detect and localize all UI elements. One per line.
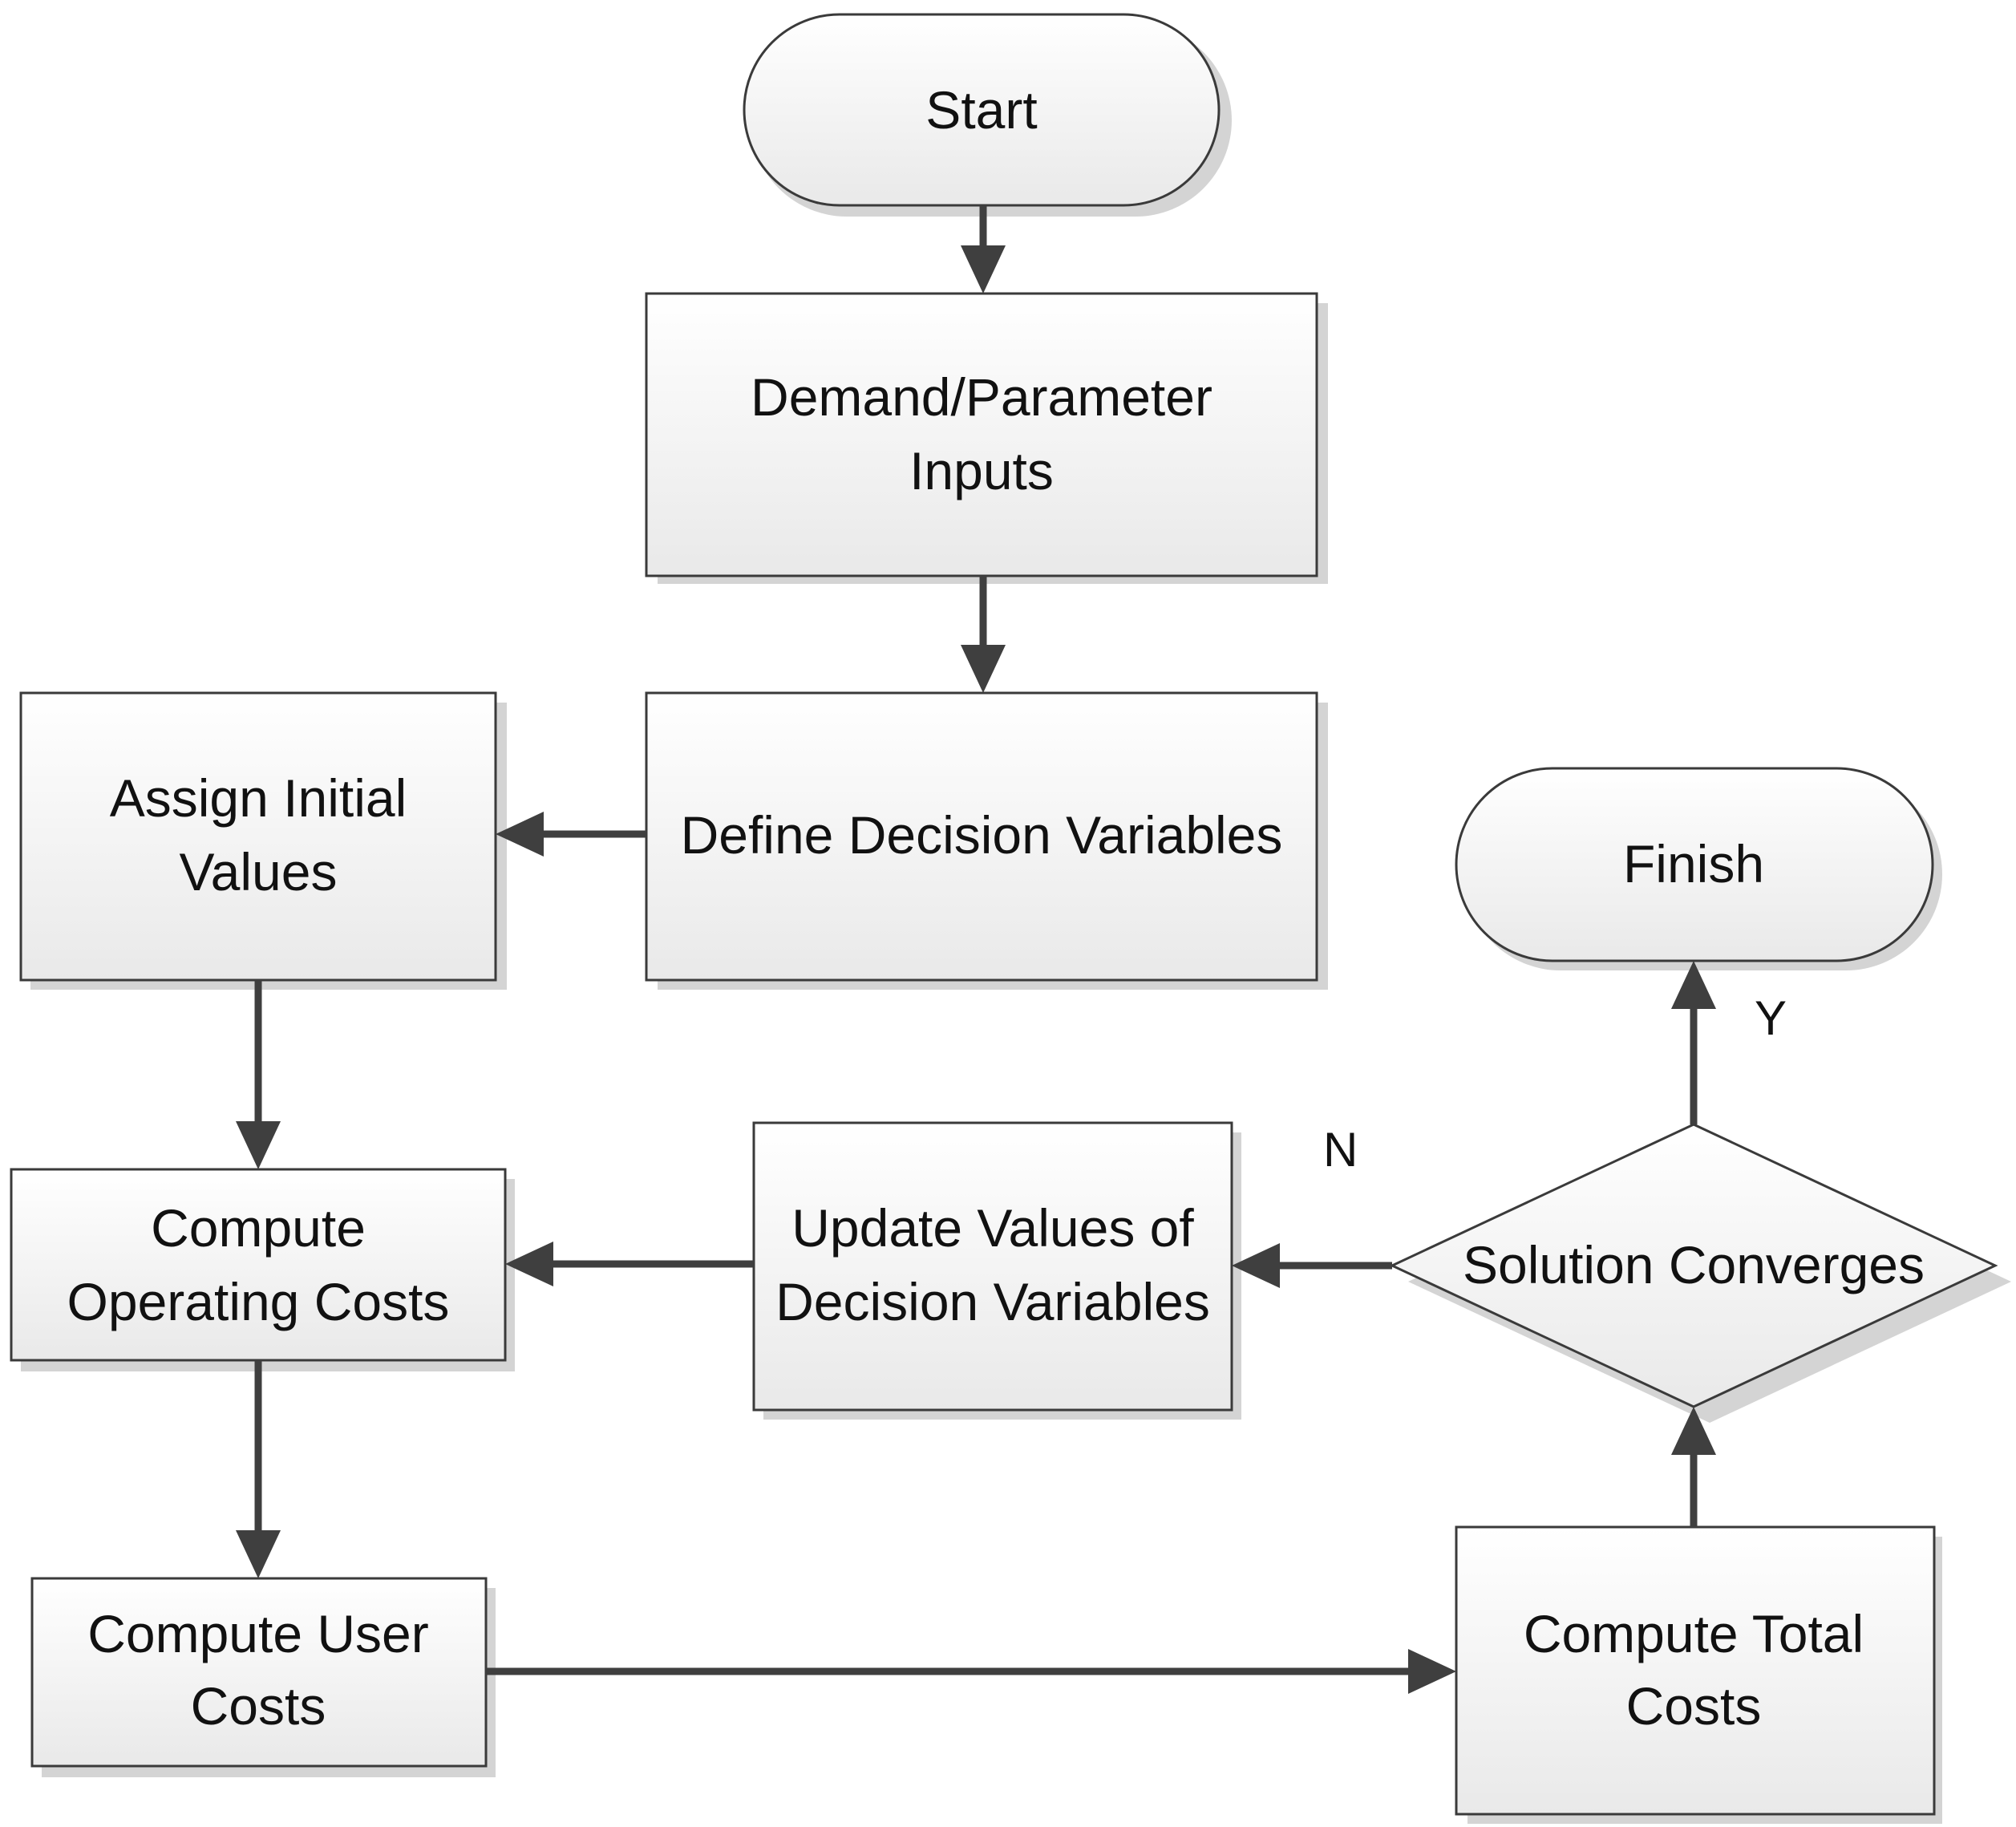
- arrowhead-total-converges: [1671, 1407, 1716, 1455]
- total-label-line-2: Costs: [1626, 1676, 1762, 1736]
- update-label-line-2: Decision Variables: [775, 1272, 1210, 1331]
- arrowhead-converges-update: [1232, 1243, 1280, 1288]
- update-node: Update Values of Decision Variables: [752, 1121, 1233, 1412]
- operating-label-line-2: Operating Costs: [67, 1272, 450, 1331]
- branch-label-yes: Y: [1755, 991, 1787, 1045]
- operating-node: Compute Operating Costs: [10, 1168, 507, 1362]
- arrowhead-user-total: [1408, 1649, 1456, 1694]
- assign-label-line-2: Values: [180, 842, 338, 901]
- assign-label-line-1: Assign Initial: [110, 768, 407, 828]
- arrowhead-assign-operating: [236, 1121, 281, 1169]
- inputs-label-line-1: Demand/Parameter: [751, 367, 1212, 427]
- finish-label: Finish: [1623, 834, 1764, 893]
- assign-node: Assign Initial Values: [19, 691, 497, 982]
- converges-node: Solution Converges: [1389, 1123, 2011, 1423]
- define-label: Define Decision Variables: [681, 805, 1283, 865]
- total-label-line-1: Compute Total: [1524, 1604, 1864, 1663]
- arrowhead-update-operating: [505, 1242, 553, 1286]
- user-label-line-2: Costs: [191, 1676, 326, 1736]
- user-label-line-1: Compute User: [87, 1604, 429, 1663]
- user-node: Compute User Costs: [30, 1577, 488, 1768]
- arrowhead-converges-finish: [1671, 961, 1716, 1009]
- arrowhead-start-inputs: [961, 245, 1006, 294]
- branch-label-no: N: [1323, 1123, 1358, 1177]
- start-node: Start: [743, 13, 1221, 207]
- connectors: [236, 205, 1716, 1694]
- finish-node: Finish: [1455, 767, 1934, 962]
- inputs-label-line-2: Inputs: [909, 441, 1054, 500]
- inputs-node: Demand/Parameter Inputs: [645, 292, 1318, 577]
- operating-label-line-1: Compute: [151, 1198, 366, 1258]
- arrowhead-inputs-define: [961, 645, 1006, 693]
- update-label-line-1: Update Values of: [791, 1198, 1194, 1258]
- total-node: Compute Total Costs: [1455, 1525, 1936, 1816]
- arrowhead-operating-user: [236, 1530, 281, 1578]
- arrowhead-define-assign: [496, 812, 544, 857]
- converges-label: Solution Converges: [1463, 1235, 1925, 1294]
- start-label: Start: [925, 80, 1037, 140]
- define-node: Define Decision Variables: [645, 691, 1318, 982]
